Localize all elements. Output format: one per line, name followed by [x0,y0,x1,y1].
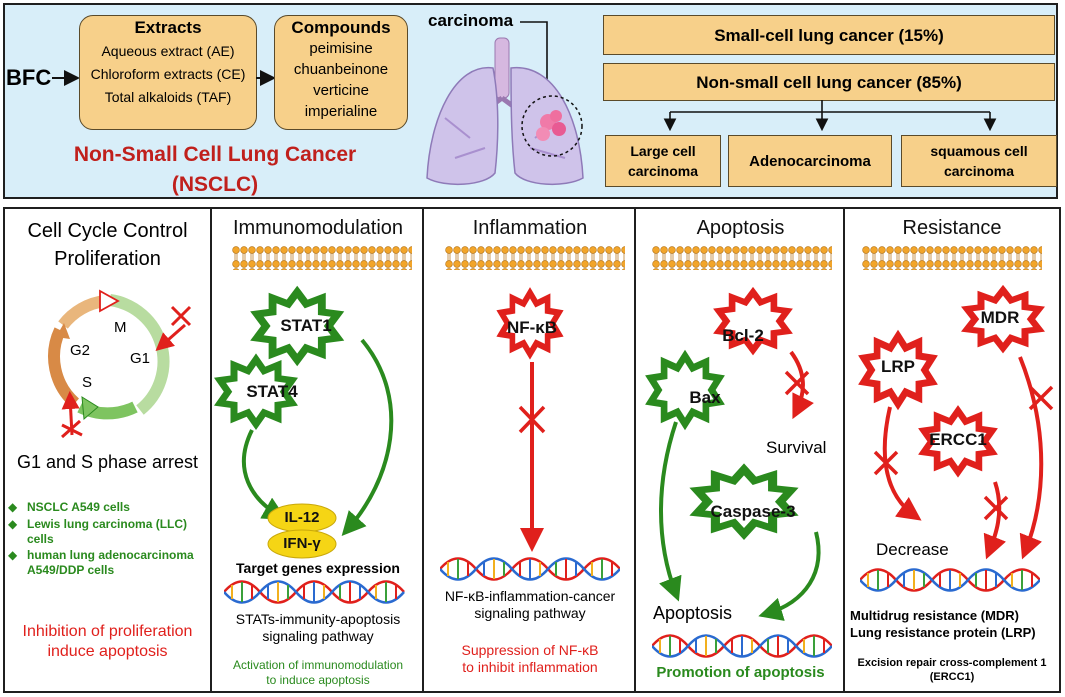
cell-cycle-title: Cell Cycle Control Proliferation [5,217,210,273]
nsclc-box: Non-small cell lung cancer (85%) [603,63,1055,101]
extracts-title: Extracts [134,18,202,37]
extract-item: Total alkaloids (TAF) [104,89,232,105]
inflammation-conclusion-line2: to inhibit inflammation [462,659,598,675]
carcinoma-label: carcinoma [428,11,514,30]
lrp-label: LRP [881,357,915,376]
apoptosis-conclusion: Promotion of apoptosis [656,664,825,681]
large-cell-box: Large cell carcinoma [605,135,721,187]
ercc1-label: ERCC1 [929,430,987,449]
bcl2-label: Bcl-2 [722,326,764,345]
nsclc-title-line1: Non-Small Cell Lung Cancer [73,143,357,166]
bullet-icon: ◆ [8,517,18,531]
resistance-diagram [858,284,1054,560]
sclc-box: Small-cell lung cancer (15%) [603,15,1055,55]
subtype-connectors [663,100,997,132]
adenocarcinoma-box: Adenocarcinoma [728,135,892,187]
nsclc-title-line2: (NSCLC) [171,173,259,196]
lungs-illustration [426,21,584,186]
immuno-diagram [214,285,394,559]
cell-line-item: NSCLC A549 cells [27,500,130,514]
cell-cycle-title-line1: Cell Cycle Control [27,220,188,242]
inflammation-pathway-line2: signaling pathway [474,605,586,621]
bfc-label: BFC [6,65,52,90]
dna-resistance [860,568,1040,592]
inflammation-title: Inflammation [472,217,588,239]
immuno-conclusion-line1: Activation of immunomodulation [232,658,404,672]
apoptosis-diagram [645,286,821,621]
resistance-legend-line3: Excision repair cross-complement 1 [857,657,1047,669]
membrane-resistance [862,246,1042,270]
stat4-label: STAT4 [246,382,298,401]
column-immunomodulation [210,207,424,693]
cell-line-item: Lewis lung carcinoma (LLC) cells [27,517,188,546]
cell-line-item: human lung adenocarcinoma A549/DDP cells [27,548,194,577]
membrane-inflammation [445,246,625,270]
mdr-label: MDR [980,308,1020,327]
resistance-legend-line4: (ERCC1) [929,671,975,683]
phase-g1: G1 [130,350,150,367]
immuno-title: Immunomodulation [232,217,404,239]
cell-cycle-conclusion-line2: induce apoptosis [47,643,168,660]
inflammation-pathway: NF-κB-inflammation-cancer signaling path… [424,588,636,622]
column-cell-cycle [3,207,212,693]
squamous-box: squamous cell carcinoma [901,135,1057,187]
stat1-label: STAT1 [280,316,332,335]
survival-label: Survival [766,438,827,457]
column-apoptosis [634,207,845,693]
cell-cycle-diagram: M G1 G2 S [48,289,192,439]
immuno-pathway-line1: STATs-immunity-apoptosis [235,611,401,627]
phase-s: S [82,374,92,391]
bullet-icon: ◆ [8,548,18,562]
resistance-legend-line1: Multidrug resistance (MDR) [850,608,1020,623]
extracts-arrow [256,70,276,86]
compound-item: verticine [313,82,369,99]
inflammation-conclusion-line1: Suppression of NF-κB [461,642,599,658]
membrane-apoptosis [652,246,832,270]
resistance-legend-line2: Lung resistance protein (LRP) [850,625,1036,640]
dna-apoptosis [652,634,832,658]
bax-label: Bax [689,388,721,407]
cell-cycle-title-line2: Proliferation [54,248,161,270]
resistance-legend-bottom: Excision repair cross-complement 1 (ERCC… [847,656,1057,684]
immuno-pathway-line2: signaling pathway [262,628,374,644]
extract-item: Aqueous extract (AE) [101,43,235,59]
compound-item: peimisine [309,40,373,57]
cell-cycle-arrest: G1 and S phase arrest [16,452,199,472]
membrane-immuno [232,246,412,270]
apoptosis-title: Apoptosis [696,217,785,239]
cell-cycle-conclusion-line1: Inhibition of proliferation [22,623,193,640]
extracts-box: Extracts Aqueous extract (AE) Chloroform… [79,15,257,130]
immuno-pathway: STATs-immunity-apoptosis signaling pathw… [212,611,424,645]
resistance-title: Resistance [902,217,1002,239]
nfkb-label: NF-κB [506,318,558,337]
dna-immuno [224,580,405,604]
target-genes-label: Target genes expression [236,560,400,576]
inflammation-diagram [496,287,564,552]
resistance-legend-top: Multidrug resistance (MDR) Lung resistan… [850,607,1036,641]
column-inflammation [422,207,636,693]
phase-g2: G2 [70,342,90,359]
inflammation-pathway-line1: NF-κB-inflammation-cancer [444,588,616,604]
compound-item: chuanbeinone [293,61,389,78]
phase-m: M [114,319,127,336]
immuno-conclusion: Activation of immunomodulation to induce… [212,658,424,688]
compound-item: imperialine [304,103,378,120]
nsclc-main-title: Non-Small Cell Lung Cancer (NSCLC) [45,140,385,200]
extract-item: Chloroform extracts (CE) [90,66,246,82]
cell-cycle-conclusion: Inhibition of proliferation induce apopt… [5,622,210,662]
apoptosis-outcome-label: Apoptosis [653,603,733,623]
bullet-icon: ◆ [8,500,18,514]
inflammation-conclusion: Suppression of NF-κB to inhibit inflamma… [424,642,636,676]
dna-inflammation [440,557,620,581]
compounds-box: Compounds peimisine chuanbeinone vertici… [274,15,408,130]
immuno-conclusion-line2: to induce apoptosis [266,673,370,687]
decrease-label: Decrease [876,540,949,559]
ifn-label: IFN-γ [283,535,321,552]
caspase3-label: Caspase-3 [710,502,796,521]
il12-label: IL-12 [284,509,320,526]
bfc-arrow [52,70,80,86]
compounds-title: Compounds [291,18,391,37]
